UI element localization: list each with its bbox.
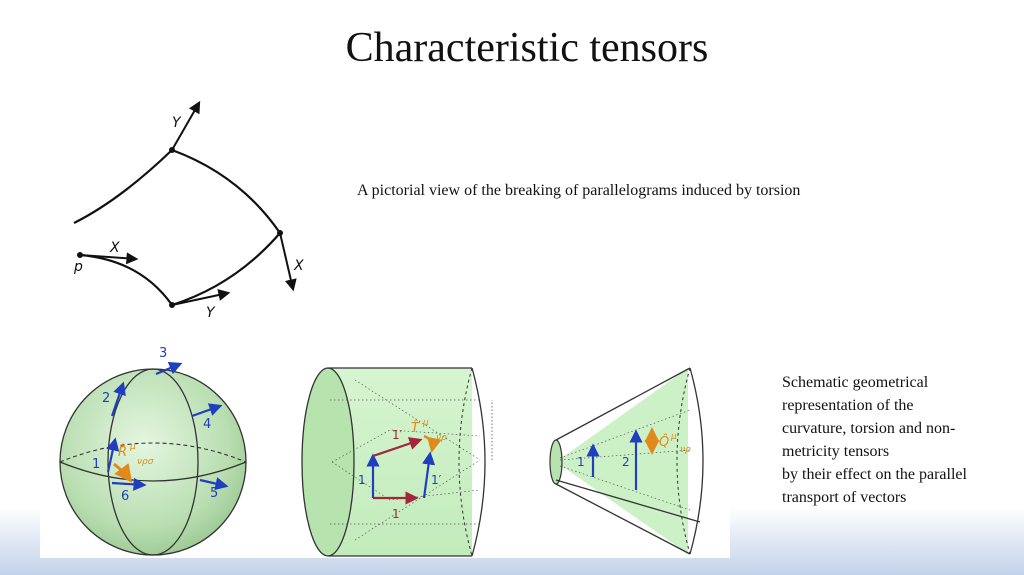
cone-rim-front — [689, 367, 704, 555]
cone-top-edge — [555, 367, 691, 441]
vector-y-top — [171, 100, 201, 151]
cylinder-tensor-sup: μ — [422, 418, 429, 428]
sphere-label-3: 3 — [159, 346, 167, 361]
sphere-curvature-figure: 1 2 3 4 5 6 R̂ μ νρσ — [59, 346, 247, 556]
sphere-rotation-arrow — [113, 462, 133, 483]
tensor-figures: 1 2 3 4 5 6 R̂ μ νρσ — [59, 346, 704, 557]
sphere-label-4: 4 — [203, 417, 211, 432]
sphere-vector-4 — [191, 403, 223, 418]
tensor-figure-panel: 1 2 3 4 5 6 R̂ μ νρσ — [40, 340, 730, 558]
cone-bottom-edge — [555, 483, 691, 555]
sphere-label-6: 6 — [121, 489, 129, 504]
cylinder-grid — [330, 379, 481, 541]
cylinder-vector-top — [372, 437, 423, 458]
curve-group — [73, 148, 281, 307]
tensors-caption-line: curvature, torsion and non- — [782, 420, 956, 437]
point-top — [169, 147, 175, 153]
cylinder-label-right: 1′ — [431, 473, 442, 487]
label-x-right: X — [293, 258, 304, 274]
cylinder-tensor-symbol: T̂ — [411, 421, 420, 436]
tensors-caption-line: metricity tensors — [782, 443, 890, 460]
curve-lower-right — [171, 232, 281, 307]
sphere-vector-2 — [110, 381, 126, 417]
sphere-equator-front — [59, 461, 247, 482]
slide-title: Characteristic tensors — [345, 25, 709, 71]
curve-upper-right — [171, 148, 281, 234]
sphere-label-1: 1 — [92, 457, 100, 472]
cylinder-right-front — [471, 367, 486, 557]
cone-tensor-sub: νρ — [680, 445, 691, 455]
point-bottom — [169, 302, 175, 308]
sphere-vector-3 — [155, 361, 183, 376]
vector-x-left — [79, 252, 139, 265]
tensors-caption: Schematic geometrical representation of … — [782, 371, 1018, 509]
label-x-left: X — [109, 240, 120, 256]
cylinder-torsion-arrow — [423, 434, 442, 453]
sphere-equator-back — [59, 442, 247, 463]
point-p — [77, 252, 83, 258]
cone-tensor-symbol: Q̂ — [659, 435, 669, 450]
label-y-bottom: Y — [206, 305, 216, 321]
label-p: p — [73, 259, 83, 275]
torsion-caption: A pictorial view of the breaking of para… — [357, 182, 801, 199]
cone-nonmetricity-figure: 1 2 Q̂ μ νρ — [549, 367, 704, 555]
cylinder-vector-right — [422, 451, 436, 499]
sphere-meridian — [107, 368, 199, 556]
cone-grid — [559, 409, 691, 511]
label-y-top: Y — [172, 115, 182, 131]
vector-x-right — [279, 232, 297, 292]
sphere-tensor-sub: νρσ — [137, 457, 154, 467]
tensors-caption-line: by their effect on the parallel — [782, 466, 967, 483]
cone-label-2: 2 — [622, 455, 630, 469]
tensors-caption-line: Schematic geometrical — [782, 374, 929, 391]
cylinder-label-bottom: 1 — [392, 507, 400, 521]
curve-upper-left — [73, 149, 173, 224]
cone-tip-cap — [549, 439, 563, 485]
sphere-vector-1 — [106, 437, 120, 473]
sphere-tensor-symbol: R̂ — [118, 445, 127, 460]
cone-base-line — [555, 479, 701, 523]
torsion-parallelogram-diagram: Y X p X Y — [73, 100, 304, 321]
cone-label-1: 1 — [577, 455, 585, 469]
cylinder-label-left: 1 — [358, 473, 366, 487]
sphere-vector-5 — [199, 477, 229, 491]
sphere-label-5: 5 — [210, 486, 218, 501]
curve-lower-left — [79, 253, 173, 306]
sphere-vector-6 — [111, 477, 147, 491]
point-right — [277, 230, 283, 236]
cylinder-left-cap — [301, 367, 355, 557]
cylinder-body — [328, 368, 472, 556]
sphere-tensor-sup: μ — [129, 442, 136, 452]
tensors-caption-line: representation of the — [782, 397, 914, 414]
tensors-caption-line: transport of vectors — [782, 489, 907, 506]
cylinder-label-top: 1′ — [392, 428, 403, 442]
cone-body — [556, 368, 688, 554]
sphere-label-2: 2 — [102, 391, 110, 406]
cylinder-torsion-figure: 1 1 1′ 1′ T̂ μ νρ — [301, 367, 493, 557]
vector-y-bottom — [171, 289, 231, 306]
cylinder-tensor-sub: νρ — [436, 433, 447, 443]
cone-tensor-sup: μ — [670, 432, 677, 442]
